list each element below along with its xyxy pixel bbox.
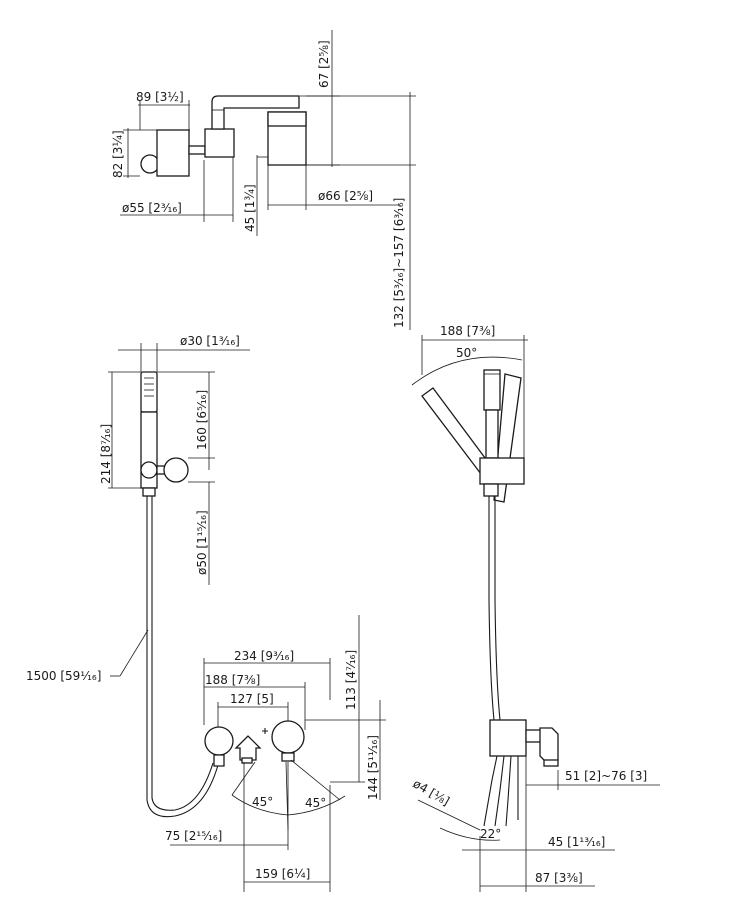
front-dim-144: 144 [5¹¹⁄₁₆] (366, 735, 380, 800)
side-dim-50deg: 50° (456, 346, 477, 360)
front-dim-159: 159 [6¼] (255, 867, 310, 881)
top-dim-67: 67 [2⅝] (317, 40, 331, 88)
top-valve-body (204, 128, 235, 158)
top-connector (188, 145, 206, 155)
front-dim-113: 113 [4⁷⁄₁₆] (344, 650, 358, 710)
side-view: 188 [7⅜] 50° (411, 324, 528, 721)
front-right-handle (271, 720, 305, 754)
hand-dim-1500: 1500 [59¹⁄₁₆] (26, 669, 101, 683)
top-dim-89: 89 [3½] (136, 90, 184, 104)
detail-dim-22deg: 22° (480, 827, 501, 841)
side-hose (488, 496, 495, 721)
detail-view: 51 [2]~76 [3] ø4 [⅛] 22° 45 [1¹³⁄₁₆] 87 … (411, 719, 660, 892)
side-dim-188: 188 [7⅜] (440, 324, 495, 338)
front-dim-127: 127 [5] (230, 692, 274, 706)
top-handle-block (156, 129, 190, 177)
top-spout (211, 95, 300, 130)
front-dim-188: 188 [7⅜] (205, 673, 260, 687)
front-left-handle (204, 726, 234, 756)
front-dim-45-right: 45° (305, 796, 326, 810)
front-dim-45-left: 45° (252, 795, 273, 809)
detail-outlet (539, 727, 559, 763)
top-dim-132-157: 132 [5³⁄₁₆]~157 [6³⁄₁₆] (392, 198, 406, 328)
top-dim-45: 45 [1¾] (243, 184, 257, 232)
hand-hose (146, 496, 219, 818)
front-view: 234 [9³⁄₁₆] 188 [7⅜] 127 [5] 45° 45° 113… (165, 615, 386, 892)
top-handle-knob (140, 154, 160, 174)
front-diverter (234, 735, 262, 761)
side-shower-head (483, 369, 501, 411)
top-dim-82: 82 [3¼] (111, 130, 125, 178)
side-holder-block (479, 457, 525, 485)
hand-holder-large (163, 457, 189, 483)
detail-wall-block (489, 719, 527, 757)
detail-dim-45: 45 [1¹³⁄₁₆] (548, 835, 605, 849)
front-dim-234: 234 [9³⁄₁₆] (234, 649, 294, 663)
hand-dim-160: 160 [6⁵⁄₁₆] (195, 390, 209, 450)
detail-dim-87: 87 [3⅜] (535, 871, 583, 885)
top-dim-dia55: ø55 [2³⁄₁₆] (122, 201, 182, 215)
handshower-view: ø30 [1³⁄₁₆] 214 [8⁷⁄₁₆] 160 [6⁵⁄₁₆] ø50 … (26, 334, 250, 818)
top-view: 89 [3½] 82 [3¼] ø55 [2³⁄₁₆] 45 [1¾] ø66 … (111, 30, 416, 330)
detail-dim-51-76: 51 [2]~76 [3] (565, 769, 647, 783)
front-dim-75: 75 [2¹⁵⁄₁₆] (165, 829, 222, 843)
hand-dim-dia50: ø50 [1¹⁵⁄₁₆] (195, 510, 209, 575)
top-dim-dia66: ø66 [2⅝] (318, 189, 373, 203)
detail-dim-dia4: ø4 [⅛] (411, 776, 452, 808)
hand-holder-small (140, 461, 158, 479)
hand-dim-dia30: ø30 [1³⁄₁₆] (180, 334, 240, 348)
hand-dim-214: 214 [8⁷⁄₁₆] (99, 424, 113, 484)
front-left-stem (213, 754, 225, 767)
side-shower-handle (485, 409, 499, 459)
